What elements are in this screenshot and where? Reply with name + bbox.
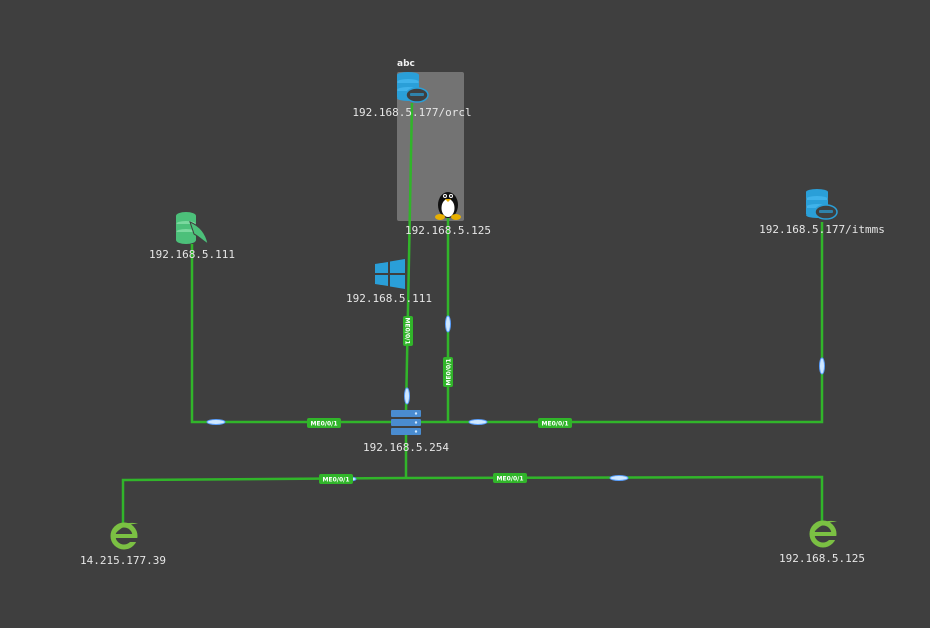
node-label: 192.168.5.111 <box>346 292 432 305</box>
linux-penguin-icon <box>435 192 461 220</box>
windows-icon <box>375 259 405 289</box>
svg-text:ME0/0/1: ME0/0/1 <box>404 318 411 345</box>
node-ie-left[interactable]: 14.215.177.39 <box>80 522 166 567</box>
flow-marker <box>404 387 410 405</box>
link-switch-ie-left[interactable] <box>121 476 407 524</box>
svg-text:ME0/0/1: ME0/0/1 <box>446 359 453 386</box>
svg-text:ME0/0/1: ME0/0/1 <box>311 421 338 428</box>
link-oracle-orcl-switch[interactable] <box>404 102 414 412</box>
oracle-db-icon <box>806 189 838 220</box>
oracle-db-icon <box>397 72 429 103</box>
node-oracle-orcl[interactable]: 192.168.5.177/orcl <box>352 72 472 119</box>
link-mysql-switch[interactable] <box>190 244 392 424</box>
node-switch[interactable]: 192.168.5.254 <box>363 410 449 454</box>
svg-text:ME0/0/1: ME0/0/1 <box>542 421 569 428</box>
flow-marker <box>445 315 451 333</box>
port-label[interactable]: ME0/0/1 <box>307 418 341 428</box>
node-windows[interactable]: 192.168.5.111 <box>346 259 432 305</box>
node-label: 192.168.5.125 <box>405 224 491 237</box>
port-label[interactable]: ME0/0/1 <box>319 474 353 484</box>
link-switch-ie-right[interactable] <box>405 475 824 522</box>
port-label[interactable]: ME0/0/1 <box>538 418 572 428</box>
node-label: 192.168.5.177/orcl <box>352 106 471 119</box>
flow-markers <box>206 315 825 482</box>
node-label: 192.168.5.254 <box>363 441 449 454</box>
flow-marker <box>609 475 629 481</box>
host-group-box[interactable] <box>397 72 464 221</box>
link-switch-itmms[interactable] <box>421 222 824 424</box>
port-labels: ME0/0/1 ME0/0/1 ME0/0/1 ME0/0/1 ME0/0/1 … <box>307 316 572 484</box>
node-label: 192.168.5.111 <box>149 248 235 261</box>
flow-marker <box>468 419 488 425</box>
node-oracle-itmms[interactable]: 192.168.5.177/itmms <box>759 189 885 236</box>
svg-text:ME0/0/1: ME0/0/1 <box>497 476 524 483</box>
links <box>121 102 824 524</box>
port-label[interactable]: ME0/0/1 <box>443 357 453 387</box>
node-mysql[interactable]: 192.168.5.111 <box>149 212 235 261</box>
port-label[interactable]: ME0/0/1 <box>493 473 527 483</box>
node-label: 192.168.5.125 <box>779 552 865 565</box>
group-title: abc <box>397 59 415 69</box>
flow-marker <box>206 419 226 425</box>
node-ie-right[interactable]: 192.168.5.125 <box>779 520 865 565</box>
flow-marker <box>819 357 825 375</box>
node-label: 14.215.177.39 <box>80 554 166 567</box>
ie-browser-icon <box>110 522 138 550</box>
ie-browser-icon <box>809 520 837 548</box>
switch-icon <box>391 410 421 435</box>
port-label[interactable]: ME0/0/1 <box>403 316 413 346</box>
svg-text:ME0/0/1: ME0/0/1 <box>323 477 350 484</box>
node-label: 192.168.5.177/itmms <box>759 223 885 236</box>
node-linux[interactable]: 192.168.5.125 <box>405 192 491 237</box>
mysql-db-icon <box>176 212 209 246</box>
